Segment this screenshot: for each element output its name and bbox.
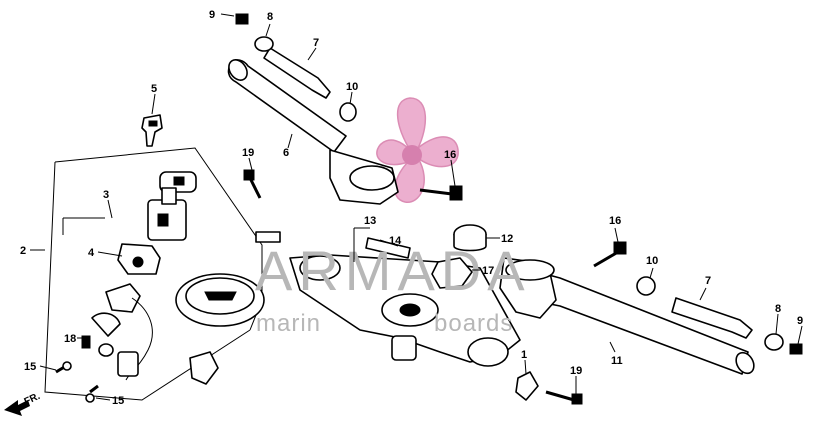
callout-13: 13 bbox=[364, 215, 376, 227]
right-handlebar bbox=[499, 257, 755, 375]
callout-8-lower: 8 bbox=[775, 303, 781, 315]
bolt-16-upper bbox=[419, 185, 463, 201]
callout-2: 2 bbox=[20, 245, 26, 257]
small-clip-18 bbox=[81, 335, 114, 357]
callout-10-lower: 10 bbox=[646, 255, 658, 267]
leader-lines bbox=[30, 13, 803, 401]
callout-3: 3 bbox=[103, 189, 109, 201]
front-direction-marker: FR. bbox=[4, 391, 42, 416]
watermark-tagline-right: boards bbox=[434, 310, 513, 337]
steering-stem-cover bbox=[175, 273, 265, 385]
bar-end-insert-left bbox=[235, 13, 357, 122]
callout-16-upper: 16 bbox=[444, 149, 456, 161]
ignition-switch bbox=[147, 171, 197, 241]
callout-10-upper: 10 bbox=[346, 81, 358, 93]
watermark-tagline-left: marin bbox=[256, 310, 321, 337]
wiring-harness bbox=[91, 283, 153, 381]
callout-18: 18 bbox=[64, 333, 76, 345]
callout-9-lower: 9 bbox=[797, 315, 803, 327]
nut-17 bbox=[431, 257, 473, 289]
front-label: FR. bbox=[23, 391, 42, 408]
switch-cover-plate bbox=[117, 243, 161, 275]
watermark-logo bbox=[376, 97, 459, 203]
callout-12: 12 bbox=[501, 233, 513, 245]
callout-8-upper: 8 bbox=[267, 11, 273, 23]
left-handlebar bbox=[227, 59, 399, 205]
callout-1: 1 bbox=[521, 349, 527, 361]
cable-clip-1 bbox=[255, 231, 539, 401]
callout-16-lower: 16 bbox=[609, 215, 621, 227]
callout-15-upper: 15 bbox=[24, 361, 36, 373]
callout-7-upper: 7 bbox=[313, 37, 319, 49]
callout-11: 11 bbox=[611, 355, 623, 367]
callout-9-upper: 9 bbox=[209, 9, 215, 21]
callout-7-lower: 7 bbox=[705, 275, 711, 287]
bolt-19-lower bbox=[545, 390, 583, 405]
bar-end-insert-right bbox=[636, 276, 803, 355]
callout-6: 6 bbox=[283, 147, 289, 159]
callout-17: 17 bbox=[482, 265, 494, 277]
callout-5: 5 bbox=[151, 83, 157, 95]
front-arrow-icon bbox=[4, 400, 30, 416]
callout-19-upper: 19 bbox=[242, 147, 254, 159]
screw-15-upper bbox=[55, 361, 72, 374]
callout-15-lower: 15 bbox=[112, 395, 124, 407]
callouts: 9 8 7 10 5 6 19 16 3 2 4 13 14 12 17 16 … bbox=[20, 9, 803, 407]
callout-19-lower: 19 bbox=[570, 365, 582, 377]
screw-15-lower bbox=[85, 384, 99, 403]
bolt-19-upper bbox=[243, 169, 262, 199]
ignition-key bbox=[141, 114, 163, 147]
callout-4: 4 bbox=[88, 247, 95, 259]
bolt-16-lower bbox=[593, 241, 627, 268]
cap-nut-12 bbox=[453, 224, 487, 252]
callout-14: 14 bbox=[389, 235, 402, 247]
